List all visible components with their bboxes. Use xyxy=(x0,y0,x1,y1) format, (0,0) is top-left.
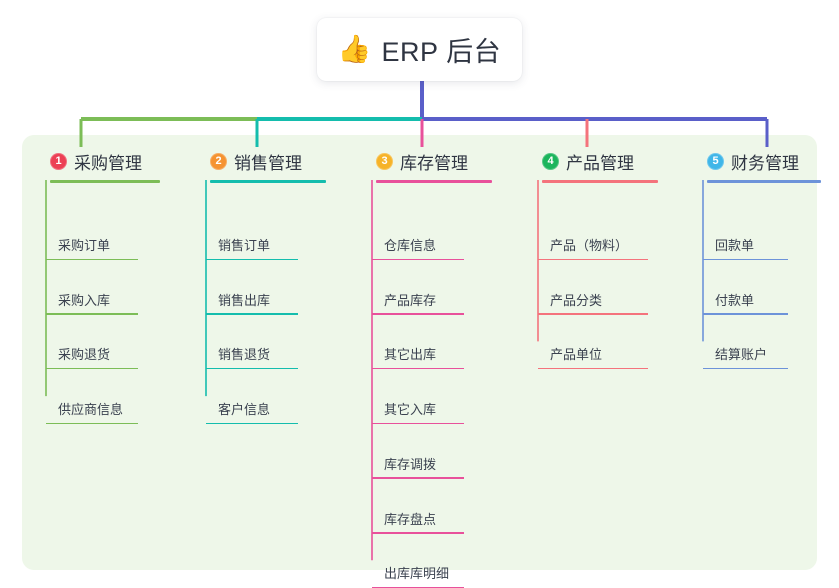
leaf-label: 销售出库 xyxy=(218,292,271,308)
branches-background-panel xyxy=(22,135,817,570)
branch-column-2[interactable]: 2 销售管理销售订单销售出库销售退货客户信息 xyxy=(196,147,326,425)
branch-title-1: 采购管理 xyxy=(74,153,142,173)
branch-title-5: 财务管理 xyxy=(731,153,799,173)
branch-header-4[interactable]: 4 产品管理 xyxy=(528,147,634,175)
leaf-underline xyxy=(372,586,464,588)
branch-header-3[interactable]: 3 库存管理 xyxy=(362,147,468,175)
branch-column-4[interactable]: 4 产品管理产品（物料） 产品分类产品单位 xyxy=(528,147,658,370)
leaf-underline xyxy=(538,258,648,260)
leaf-underline xyxy=(46,367,138,370)
leaf-label: 客户信息 xyxy=(218,402,271,418)
branch-header-5[interactable]: 5 财务管理 xyxy=(693,147,799,175)
branch-column-1[interactable]: 1 采购管理采购订单采购入库采购退货供应商信息 xyxy=(36,147,160,425)
leaf-label: 出库库明细 xyxy=(384,566,450,582)
leaf-underline xyxy=(703,367,788,370)
leaf-underline xyxy=(206,367,298,370)
leaf-label: 库存调拨 xyxy=(384,456,437,472)
leaf-underline xyxy=(206,422,298,425)
leaf-label: 仓库信息 xyxy=(384,238,437,253)
branch-title-2: 销售管理 xyxy=(234,153,302,173)
leaf-underline xyxy=(206,313,298,315)
branch-underline-1 xyxy=(50,180,160,183)
leaf-label: 采购入库 xyxy=(58,292,111,308)
branch-underline-5 xyxy=(707,180,821,183)
leaf-label: 采购订单 xyxy=(58,238,111,253)
leaf-label: 其它出库 xyxy=(384,347,437,363)
branch-column-5[interactable]: 5 财务管理回款单付款单结算账户 xyxy=(693,147,821,370)
leaf-label: 销售退货 xyxy=(218,347,271,363)
leaf-underline xyxy=(372,422,464,425)
root-node[interactable]: 👍 ERP 后台 xyxy=(317,18,522,81)
leaf-underline xyxy=(372,258,464,260)
leaf-underline xyxy=(46,258,138,260)
branch-underline-4 xyxy=(542,180,658,183)
leaf-underline xyxy=(46,313,138,315)
leaf-label: 回款单 xyxy=(715,238,755,253)
branch-header-1[interactable]: 1 采购管理 xyxy=(36,147,142,175)
branch-header-2[interactable]: 2 销售管理 xyxy=(196,147,302,175)
leaf-label: 结算账户 xyxy=(715,347,768,363)
leaf-label: 付款单 xyxy=(715,292,755,308)
branch-underline-3 xyxy=(376,180,492,183)
leaf-label: 产品分类 xyxy=(550,292,603,308)
branch-badge-3: 3 xyxy=(376,152,393,170)
leaf-underline xyxy=(703,313,788,315)
branch-badge-2: 2 xyxy=(210,152,227,170)
leaf-underline xyxy=(372,367,464,370)
leaf-label: 库存盘点 xyxy=(384,511,437,527)
root-title: ERP 后台 xyxy=(381,37,502,67)
leaf-underline xyxy=(372,532,464,534)
leaf-label: 产品库存 xyxy=(384,292,437,308)
branch-title-3: 库存管理 xyxy=(400,153,468,173)
leaf-underline xyxy=(372,313,464,315)
leaf-underline xyxy=(46,422,138,425)
branch-title-4: 产品管理 xyxy=(566,153,634,173)
leaf-underline xyxy=(206,258,298,260)
branch-badge-5: 5 xyxy=(707,152,724,170)
leaf-underline xyxy=(372,477,464,479)
leaf-underline xyxy=(703,258,788,260)
leaf-label: 产品单位 xyxy=(550,347,603,363)
leaf-label: 销售订单 xyxy=(218,238,271,253)
branch-badge-1: 1 xyxy=(50,152,67,170)
leaf-underline xyxy=(538,313,648,315)
leaf-label: 供应商信息 xyxy=(58,402,124,418)
branch-underline-2 xyxy=(210,180,326,183)
leaf-label: 其它入库 xyxy=(384,402,437,418)
leaf-label: 采购退货 xyxy=(58,347,111,363)
leaf-underline xyxy=(538,367,648,370)
thumbs-up-icon: 👍 xyxy=(337,34,372,64)
branch-column-3[interactable]: 3 库存管理仓库信息产品库存其它出库其它入库库存调拨库存盘点出库库明细 xyxy=(362,147,492,588)
leaf-label: 产品（物料） xyxy=(550,238,629,253)
branch-badge-4: 4 xyxy=(542,152,559,170)
